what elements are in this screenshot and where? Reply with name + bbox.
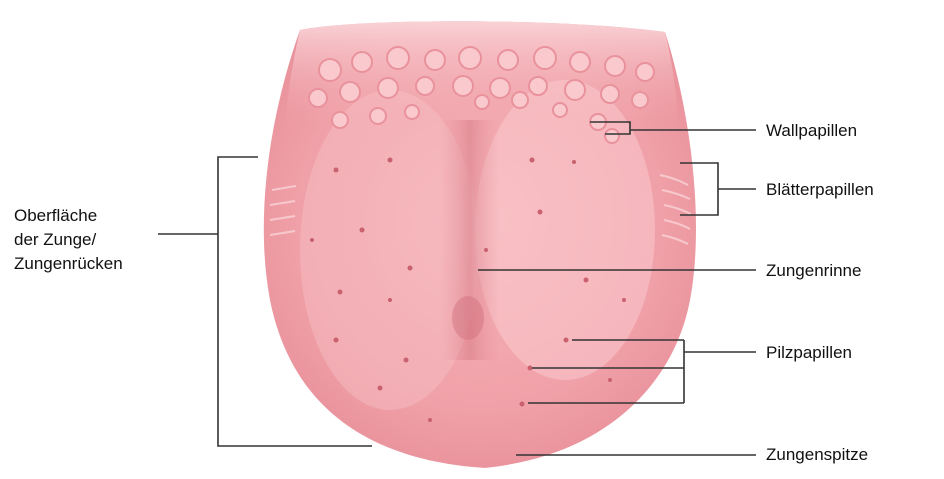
label-oberflaeche-line2: der Zunge/ <box>14 228 123 252</box>
label-zungenspitze: Zungenspitze <box>766 444 868 466</box>
label-oberflaeche-line1: Oberfläche <box>14 204 123 228</box>
label-pilzpapillen: Pilzpapillen <box>766 342 852 364</box>
label-oberflaeche-line3: Zungenrücken <box>14 252 123 276</box>
groove-dark-spot <box>452 296 484 340</box>
label-blaetterpapillen: Blätterpapillen <box>766 179 874 201</box>
label-oberflaeche: Oberfläche der Zunge/ Zungenrücken <box>14 204 123 276</box>
tongue-right-highlight <box>475 80 655 380</box>
label-zungenrinne: Zungenrinne <box>766 260 861 282</box>
label-wallpapillen: Wallpapillen <box>766 120 857 142</box>
